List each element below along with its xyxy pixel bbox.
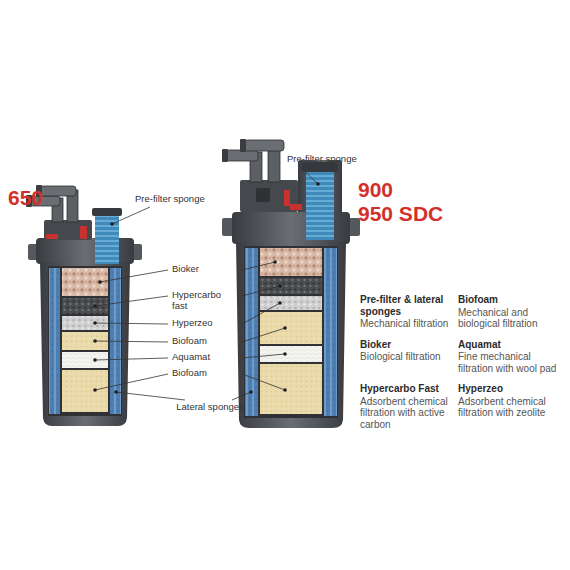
model-number: 900: [358, 178, 393, 202]
callout-label: Lateral sponges: [168, 402, 252, 413]
filter-900: [222, 139, 360, 428]
key-description: Mechanical filtration: [360, 318, 452, 330]
leader-dots: [93, 182, 320, 394]
key-description: Adsorbent chemical filtration with activ…: [360, 396, 452, 431]
key-description: Mechanical and biological filtration: [458, 307, 562, 330]
key-heading: Pre-filter & lateral sponges: [360, 294, 452, 317]
callout-label: Hyperzeo: [172, 318, 238, 329]
key-description: Fine mechanical filtration with wool pad: [458, 351, 562, 374]
callout-label: Aquamat: [172, 352, 238, 363]
callout-label: Bioker: [172, 264, 238, 275]
key-heading: Hyperzeo: [458, 383, 562, 395]
filter-650: [26, 185, 142, 426]
callout-label: Biofoam: [172, 368, 238, 379]
callout-label: Hypercarbo fast: [172, 290, 234, 312]
callout-label: Pre-filter sponge: [135, 194, 205, 205]
key-heading: Hypercarbo Fast: [360, 383, 452, 395]
model-number: 950 SDC: [358, 202, 443, 226]
key-description: Adsorbent chemical filtration with zeoli…: [458, 396, 562, 419]
key-heading: Biofoam: [458, 294, 562, 306]
model-number: 650: [8, 186, 43, 210]
key-heading: Bioker: [360, 339, 452, 351]
key-description: Biological filtration: [360, 351, 452, 363]
callout-label: Pre-filter sponge: [287, 154, 357, 165]
key-heading: Aquamat: [458, 339, 562, 351]
leader-lines: [95, 167, 318, 400]
callout-label: Biofoam: [172, 336, 238, 347]
